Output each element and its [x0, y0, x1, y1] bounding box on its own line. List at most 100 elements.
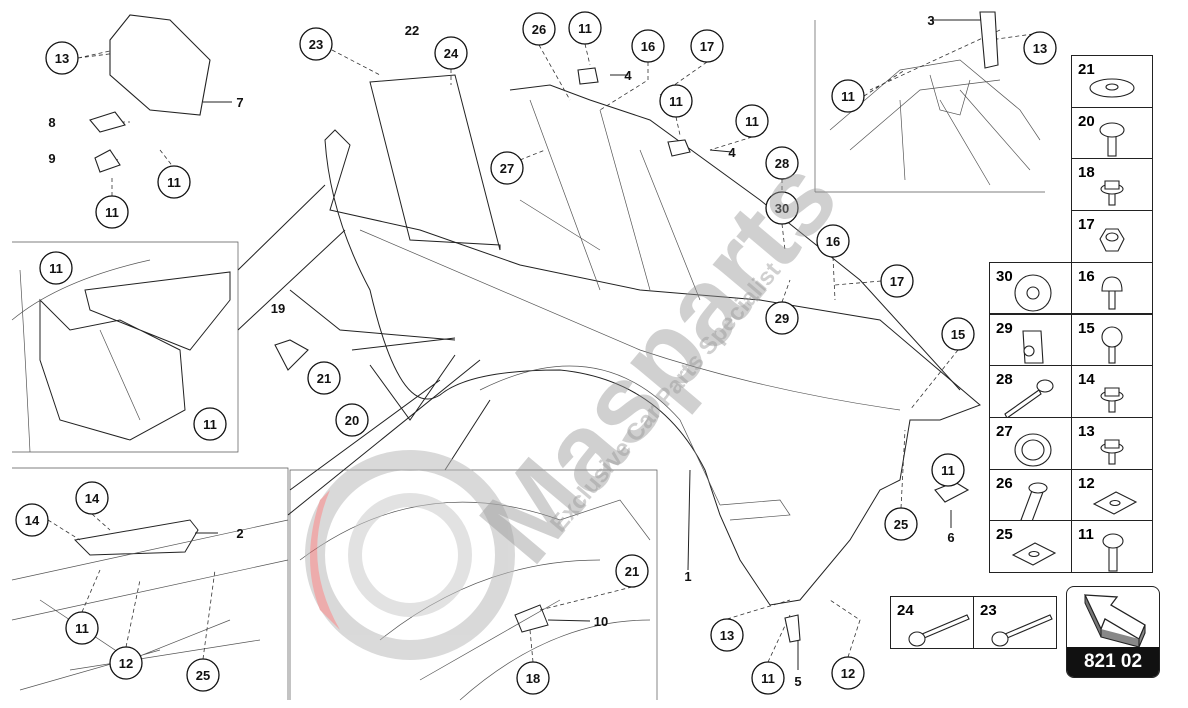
part-cell[interactable]: 21 — [1071, 55, 1153, 108]
callout-27[interactable]: 27 — [490, 151, 524, 185]
callout-number: 27 — [500, 161, 514, 176]
callout-29[interactable]: 29 — [765, 301, 799, 335]
part-cell[interactable]: 14 — [1071, 365, 1153, 418]
callout-21[interactable]: 21 — [615, 554, 649, 588]
part-number: 30 — [996, 267, 1013, 285]
part-cell[interactable]: 17 — [1071, 210, 1153, 263]
callout-21[interactable]: 21 — [307, 361, 341, 395]
callout-number: 15 — [951, 327, 965, 342]
diagram-code-badge: 821 02 — [1066, 586, 1160, 678]
part-number: 13 — [1078, 422, 1095, 440]
callout-18[interactable]: 18 — [516, 661, 550, 695]
part-cell[interactable]: 23 — [973, 596, 1057, 649]
part-cell[interactable]: 30 — [989, 261, 1072, 315]
part-number: 23 — [980, 602, 997, 619]
callout-number: 24 — [444, 46, 459, 61]
callout-number: 11 — [941, 463, 955, 478]
callout-11[interactable]: 11 — [931, 453, 965, 487]
part-number: 15 — [1078, 319, 1095, 337]
hex-nut-icon — [1099, 228, 1125, 252]
long-screw-icon — [991, 614, 1053, 647]
callout-13[interactable]: 13 — [710, 618, 744, 652]
callout-number: 20 — [345, 413, 359, 428]
callout-17[interactable]: 17 — [690, 29, 724, 63]
speed-nut-icon — [1011, 542, 1057, 566]
part-label: 7 — [236, 95, 243, 110]
inset-top-right — [814, 20, 1045, 193]
callout-number: 11 — [203, 417, 217, 432]
part-number: 26 — [996, 474, 1013, 492]
part-cell[interactable]: 28 — [989, 365, 1072, 419]
part-cell[interactable]: 20 — [1071, 106, 1153, 160]
callout-17[interactable]: 17 — [880, 264, 914, 298]
callout-11[interactable]: 11 — [751, 661, 785, 695]
leader-lines — [47, 19, 1041, 670]
part-label: 5 — [794, 674, 801, 689]
hex-bolt-icon — [1100, 387, 1124, 413]
callout-11[interactable]: 11 — [157, 165, 191, 199]
callout-number: 29 — [775, 311, 789, 326]
callout-30[interactable]: 30 — [765, 191, 799, 225]
flange-screw-icon — [1099, 122, 1125, 157]
fender-panel — [324, 74, 981, 606]
long-screw-icon — [908, 614, 970, 647]
callout-25[interactable]: 25 — [186, 658, 220, 692]
callout-11[interactable]: 11 — [735, 104, 769, 138]
callout-13[interactable]: 13 — [45, 41, 79, 75]
speed-nut-icon — [1092, 490, 1138, 515]
part-label: 4 — [624, 68, 632, 83]
part-cell[interactable]: 27 — [989, 416, 1072, 470]
diagram-code: 821 02 — [1067, 647, 1159, 677]
arrow-icon — [1083, 594, 1146, 648]
part-cell[interactable]: 13 — [1071, 416, 1153, 470]
callout-14[interactable]: 14 — [75, 481, 109, 515]
callout-20[interactable]: 20 — [335, 403, 369, 437]
callout-11[interactable]: 11 — [568, 11, 602, 45]
part-cell[interactable]: 26 — [989, 468, 1072, 523]
callout-number: 11 — [75, 621, 89, 636]
callout-14[interactable]: 14 — [15, 503, 49, 537]
part-cell[interactable]: 12 — [1071, 468, 1153, 522]
part-label: 1 — [684, 569, 691, 584]
part-number: 14 — [1078, 371, 1095, 389]
callout-16[interactable]: 16 — [631, 29, 665, 63]
callout-11[interactable]: 11 — [39, 251, 73, 285]
pin-icon — [1004, 379, 1054, 419]
part-label: 6 — [947, 530, 954, 545]
part-cell[interactable]: 29 — [989, 313, 1072, 367]
callout-15[interactable]: 15 — [941, 317, 975, 351]
callout-number: 16 — [826, 234, 840, 249]
part-cell[interactable]: 18 — [1071, 158, 1153, 212]
callout-25[interactable]: 25 — [884, 507, 918, 541]
part-label: 19 — [271, 301, 285, 316]
part-number: 28 — [996, 371, 1013, 389]
callout-number: 28 — [775, 156, 789, 171]
callout-28[interactable]: 28 — [765, 146, 799, 180]
callout-12[interactable]: 12 — [831, 656, 865, 690]
callout-23[interactable]: 23 — [299, 27, 333, 61]
part-number: 12 — [1078, 474, 1095, 492]
part-cell[interactable]: 11 — [1071, 520, 1153, 573]
part-cell[interactable]: 24 — [890, 596, 974, 649]
grommet-icon — [1014, 274, 1052, 312]
part-cell[interactable]: 15 — [1071, 313, 1153, 367]
part-cell[interactable]: 16 — [1071, 261, 1153, 315]
callout-16[interactable]: 16 — [816, 224, 850, 258]
callout-11[interactable]: 11 — [659, 84, 693, 118]
callout-13[interactable]: 13 — [1023, 31, 1057, 65]
callout-11[interactable]: 11 — [831, 79, 865, 113]
callout-11[interactable]: 11 — [95, 195, 129, 229]
callout-26[interactable]: 26 — [522, 12, 556, 46]
part-cell[interactable]: 25 — [989, 520, 1072, 573]
part-number: 29 — [996, 319, 1013, 337]
callout-number: 23 — [309, 37, 323, 52]
callout-11[interactable]: 11 — [65, 611, 99, 645]
callout-11[interactable]: 11 — [193, 407, 227, 441]
small-brackets — [89, 11, 999, 643]
callout-number: 21 — [625, 564, 639, 579]
callout-24[interactable]: 24 — [434, 36, 468, 70]
torx-screw-icon — [1102, 533, 1124, 572]
callout-12[interactable]: 12 — [109, 646, 143, 680]
callout-number: 11 — [49, 261, 63, 276]
